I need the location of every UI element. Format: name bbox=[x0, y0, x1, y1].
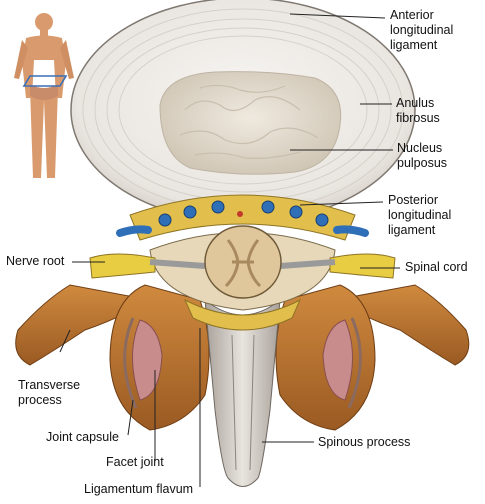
label-anterior-longitudinal-ligament: Anterior longitudinal ligament bbox=[390, 8, 453, 53]
right-nerve-root bbox=[330, 254, 395, 278]
label-ligamentum-flavum: Ligamentum flavum bbox=[84, 482, 193, 497]
label-anulus-fibrosus: Anulus fibrosus bbox=[396, 96, 440, 126]
label-posterior-longitudinal-ligament: Posterior longitudinal ligament bbox=[388, 193, 451, 238]
label-joint-capsule: Joint capsule bbox=[46, 430, 119, 445]
label-nerve-root: Nerve root bbox=[6, 254, 64, 269]
label-nucleus-pulposus: Nucleus pulposus bbox=[397, 141, 447, 171]
label-facet-joint: Facet joint bbox=[106, 455, 164, 470]
label-spinal-cord: Spinal cord bbox=[405, 260, 468, 275]
body-orientation-icon bbox=[14, 13, 74, 178]
body-head bbox=[35, 13, 53, 31]
body-legs bbox=[30, 88, 58, 178]
left-nerve-root bbox=[90, 254, 155, 278]
label-transverse-process: Transverse process bbox=[18, 378, 80, 408]
label-spinous-process: Spinous process bbox=[318, 435, 410, 450]
